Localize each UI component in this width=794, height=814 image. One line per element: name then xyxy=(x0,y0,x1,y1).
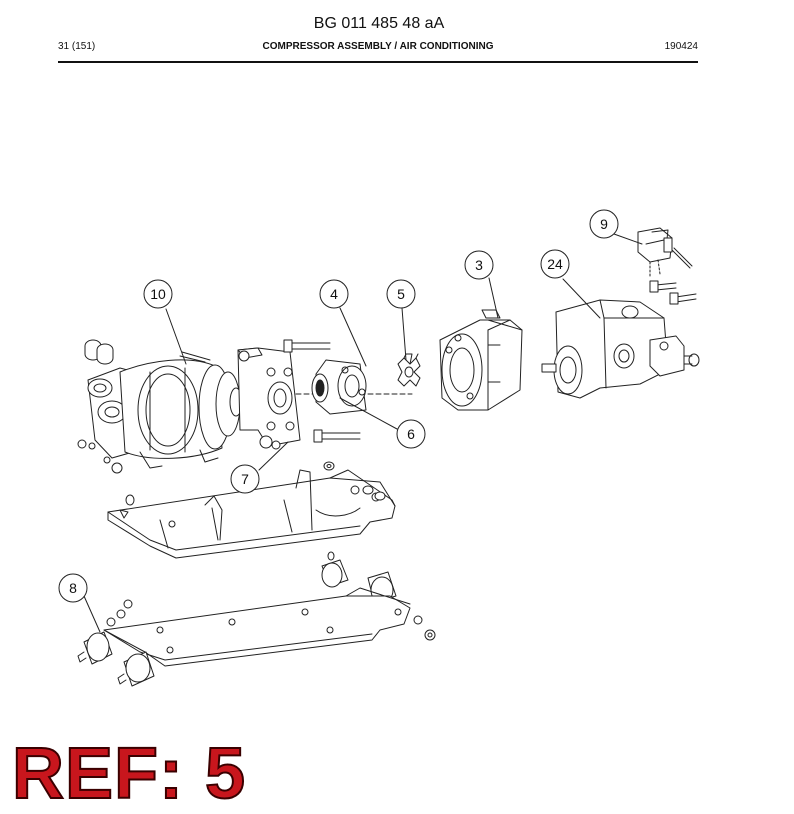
document-code: 190424 xyxy=(664,41,698,52)
header-rule xyxy=(58,61,698,63)
page-number: 31 (151) xyxy=(58,41,96,52)
leader-lines xyxy=(83,233,643,633)
callout-4: 4 xyxy=(319,279,349,309)
callout-6: 6 xyxy=(396,419,426,449)
pump-bolts xyxy=(649,280,697,305)
callout-10: 10 xyxy=(143,279,173,309)
svg-text:6: 6 xyxy=(407,426,415,442)
lower-base-plate xyxy=(103,587,411,667)
hydraulic-pump xyxy=(541,299,700,399)
callout-24: 24 xyxy=(540,249,570,279)
nuts-lower xyxy=(106,599,436,641)
svg-text:9: 9 xyxy=(600,216,608,232)
compressor xyxy=(77,339,243,474)
callout-5: 5 xyxy=(386,279,416,309)
svg-text:8: 8 xyxy=(69,580,77,596)
svg-text:10: 10 xyxy=(150,286,166,302)
section-title: COMPRESSOR ASSEMBLY / AIR CONDITIONING xyxy=(262,41,494,52)
rubber-mounts-lower xyxy=(77,631,155,687)
callout-7: 7 xyxy=(230,464,260,494)
upper-base-plate xyxy=(107,469,396,559)
rubber-mounts-upper xyxy=(321,551,397,619)
mounting-bracket xyxy=(237,339,413,450)
nuts-upper xyxy=(125,461,386,506)
coupling-hub xyxy=(311,359,367,415)
reference-stamp: REF: 5 xyxy=(11,734,247,814)
svg-text:4: 4 xyxy=(330,286,338,302)
svg-text:7: 7 xyxy=(241,471,249,487)
svg-text:3: 3 xyxy=(475,257,483,273)
callout-8: 8 xyxy=(58,573,88,603)
svg-text:5: 5 xyxy=(397,286,405,302)
adapter-flange xyxy=(439,309,523,411)
solenoid-valve xyxy=(637,227,693,277)
callout-3: 3 xyxy=(464,250,494,280)
document-title: BG 011 485 48 aA xyxy=(313,15,445,32)
svg-text:24: 24 xyxy=(547,256,563,272)
page-header: 31 (151) COMPRESSOR ASSEMBLY / AIR CONDI… xyxy=(58,41,698,57)
spider-element xyxy=(397,353,421,387)
callout-9: 9 xyxy=(589,209,619,239)
